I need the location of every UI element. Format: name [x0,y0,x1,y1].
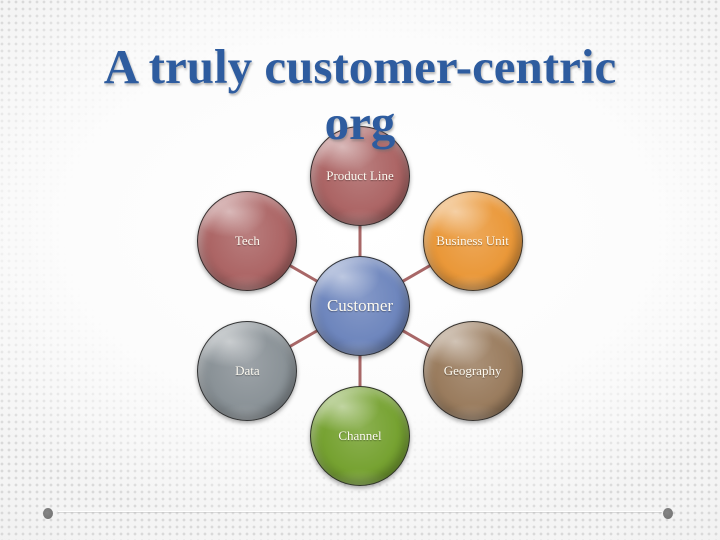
slide-title-line-2: org [324,94,396,150]
diagram-node-label: Product Line [326,167,394,183]
footer-left-dot-icon [43,508,53,519]
diagram-node-product-line: Product Line [310,126,410,226]
diagram-node-label: Business Unit [436,232,509,248]
footer-right-dot-icon [663,508,673,519]
diagram-node-data: Data [197,321,298,421]
slide-title: A truly customer-centric org [0,39,720,151]
diagram-node-business-unit: Business Unit [422,191,523,291]
diagram-node-tech: Tech [197,191,298,291]
diagram-node-label: Data [235,362,260,378]
diagram-node-channel: Channel [310,386,410,486]
slide-title-line-1: A truly customer-centric [103,38,617,94]
diagram-node-label: Customer [326,296,394,316]
footer-divider-line [58,511,662,513]
diagram-node-customer: Customer [310,256,410,356]
diagram-node-label: Geography [443,362,502,378]
diagram-node-label: Channel [338,427,382,443]
diagram-node-label: Tech [234,232,260,248]
diagram-node-geography: Geography [422,321,523,421]
